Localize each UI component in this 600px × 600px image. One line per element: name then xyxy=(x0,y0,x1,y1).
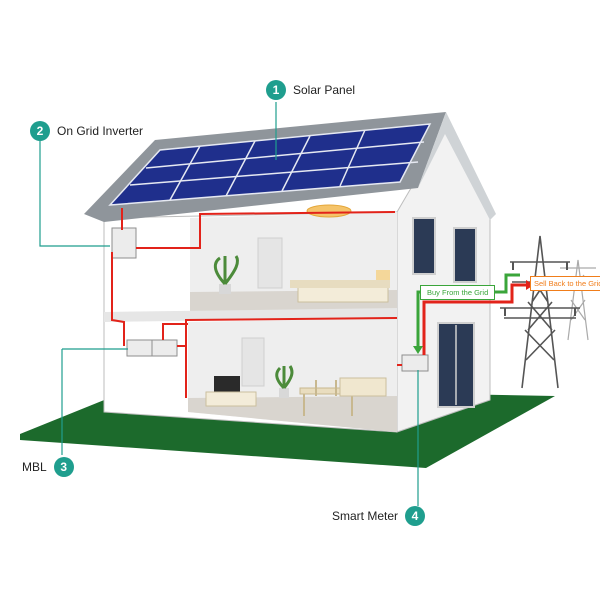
bed xyxy=(297,285,389,303)
callout-on-grid-inverter: 2 On Grid Inverter xyxy=(30,121,143,141)
upper-door xyxy=(257,237,283,289)
buy-from-grid-label: Buy From the Grid xyxy=(420,285,496,300)
callout-label: On Grid Inverter xyxy=(57,124,144,138)
callout-number-badge: 1 xyxy=(266,80,286,100)
solar-panel-array-icon xyxy=(108,123,432,206)
dc-ac-wiring xyxy=(111,208,402,398)
side-window-top-left xyxy=(412,217,436,275)
callout-label: Smart Meter xyxy=(332,509,399,523)
transmission-tower-small xyxy=(560,259,596,341)
plant-icon-lower xyxy=(275,365,294,398)
side-window-top-right xyxy=(453,227,477,283)
callout-number-badge: 4 xyxy=(405,506,426,526)
sell-back-to-grid-label: Sell Back to the Grid xyxy=(530,276,600,291)
roof-side xyxy=(418,112,496,220)
callout-label: Solar Panel xyxy=(293,83,356,97)
tv-icon xyxy=(214,376,240,392)
callout-solar-panel: 1 Solar Panel xyxy=(266,80,355,100)
sell-flow-arrow xyxy=(422,283,526,355)
inverter-box-icon xyxy=(111,227,137,259)
callout-number-badge: 2 xyxy=(30,121,50,141)
callout-label: MBL xyxy=(22,460,47,474)
ceiling-lamp-icon xyxy=(306,204,352,218)
callout-smart-meter: Smart Meter 4 xyxy=(332,506,426,526)
smart-meter-icon xyxy=(401,354,429,372)
transmission-tower-icon xyxy=(500,235,580,389)
callout-mbl: MBL 3 xyxy=(22,457,74,477)
plant-icon-upper xyxy=(213,255,240,294)
callout-leaders xyxy=(39,102,419,506)
buy-flow-arrow xyxy=(416,273,520,346)
callout-number-badge: 3 xyxy=(53,457,74,477)
